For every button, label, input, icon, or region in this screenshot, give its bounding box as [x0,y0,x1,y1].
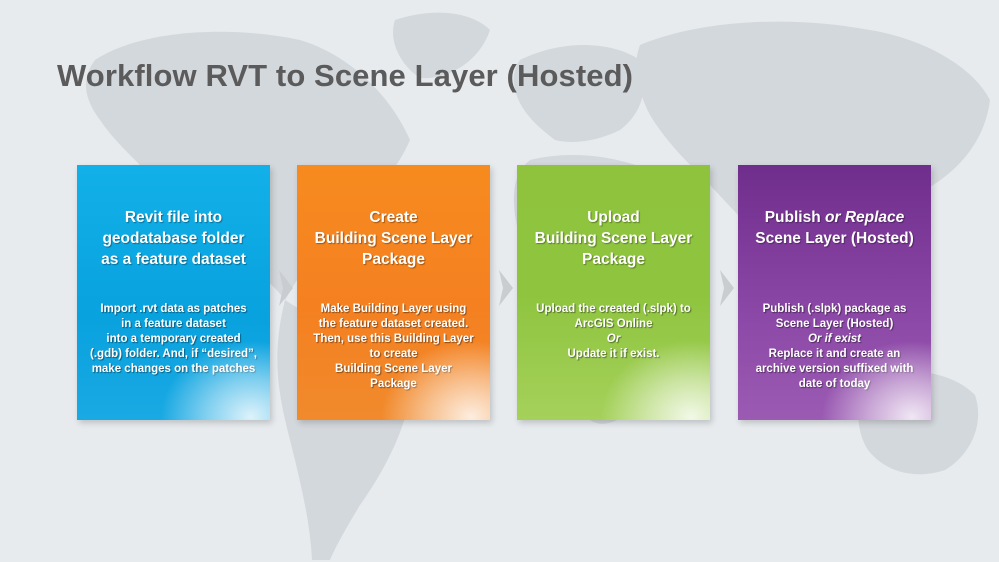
step-title: Upload Building Scene Layer Package [523,207,704,270]
step-title-line: Revit file into [124,209,223,226]
step-body-line: Upload the created (.slpk) to [536,303,691,315]
step-body-line: Or if exist [807,333,862,345]
step-body-line: Update it if exist. [567,348,660,360]
step-body-line: Building Scene Layer [335,363,452,375]
step-create-package: Create Building Scene Layer Package Make… [297,165,490,420]
step-body-line: ArcGIS Online [574,318,653,330]
chevron-right-icon [279,270,293,306]
chevron-right-icon [499,270,513,306]
step-publish-or-replace: Publish or Replace Scene Layer (Hosted) … [738,165,931,420]
step-body-line: make changes on the patches [91,363,256,375]
step-description: Import .rvt data as patches in a feature… [81,302,266,377]
step-title: Publish or Replace Scene Layer (Hosted) [744,207,925,249]
step-title-line: as a feature dataset [101,251,246,268]
step-title-line: Scene Layer (Hosted) [755,230,914,247]
step-body-line: archive version suffixed with [755,363,914,375]
step-body-line: Import .rvt data as patches [100,303,247,315]
step-body-line: Replace it and create an [768,348,901,360]
step-body-line: Then, use this Building Layer [313,333,474,345]
step-description: Upload the created (.slpk) to ArcGIS Onl… [521,302,706,362]
step-title-part: Publish [764,209,826,226]
step-body-line: (.gdb) folder. And, if “desired”, [90,348,257,360]
step-title-line: Package [582,251,645,268]
step-title-part-italic: or Replace [825,209,905,226]
page-title: Workflow RVT to Scene Layer (Hosted) [57,58,634,93]
step-description: Make Building Layer using the feature da… [301,302,486,392]
step-revit-to-geodatabase: Revit file into geodatabase folder as a … [77,165,270,420]
step-body-line: in a feature dataset [121,318,226,330]
chevron-right-icon [720,270,734,306]
step-upload-package: Upload Building Scene Layer Package Uplo… [517,165,710,420]
step-body-line: Or [606,333,621,345]
step-body-line: Scene Layer (Hosted) [775,318,894,330]
step-title-line: Building Scene Layer [534,230,693,247]
step-title-line: Publish or Replace [744,207,925,228]
step-description: Publish (.slpk) package as Scene Layer (… [742,302,927,392]
step-title-line: Create [369,209,418,226]
step-body-line: into a temporary created [106,333,241,345]
step-body-line: to create [369,348,418,360]
step-title-line: Upload [587,209,640,226]
step-body-line: date of today [798,378,871,390]
step-title-line: Building Scene Layer [314,230,473,247]
step-title: Revit file into geodatabase folder as a … [83,207,264,270]
step-title: Create Building Scene Layer Package [303,207,484,270]
step-title-line: geodatabase folder [102,230,245,247]
step-body-line: the feature dataset created. [318,318,469,330]
step-title-line: Package [362,251,425,268]
step-body-line: Package [370,378,417,390]
step-body-line: Make Building Layer using [320,303,467,315]
step-body-line: Publish (.slpk) package as [762,303,907,315]
